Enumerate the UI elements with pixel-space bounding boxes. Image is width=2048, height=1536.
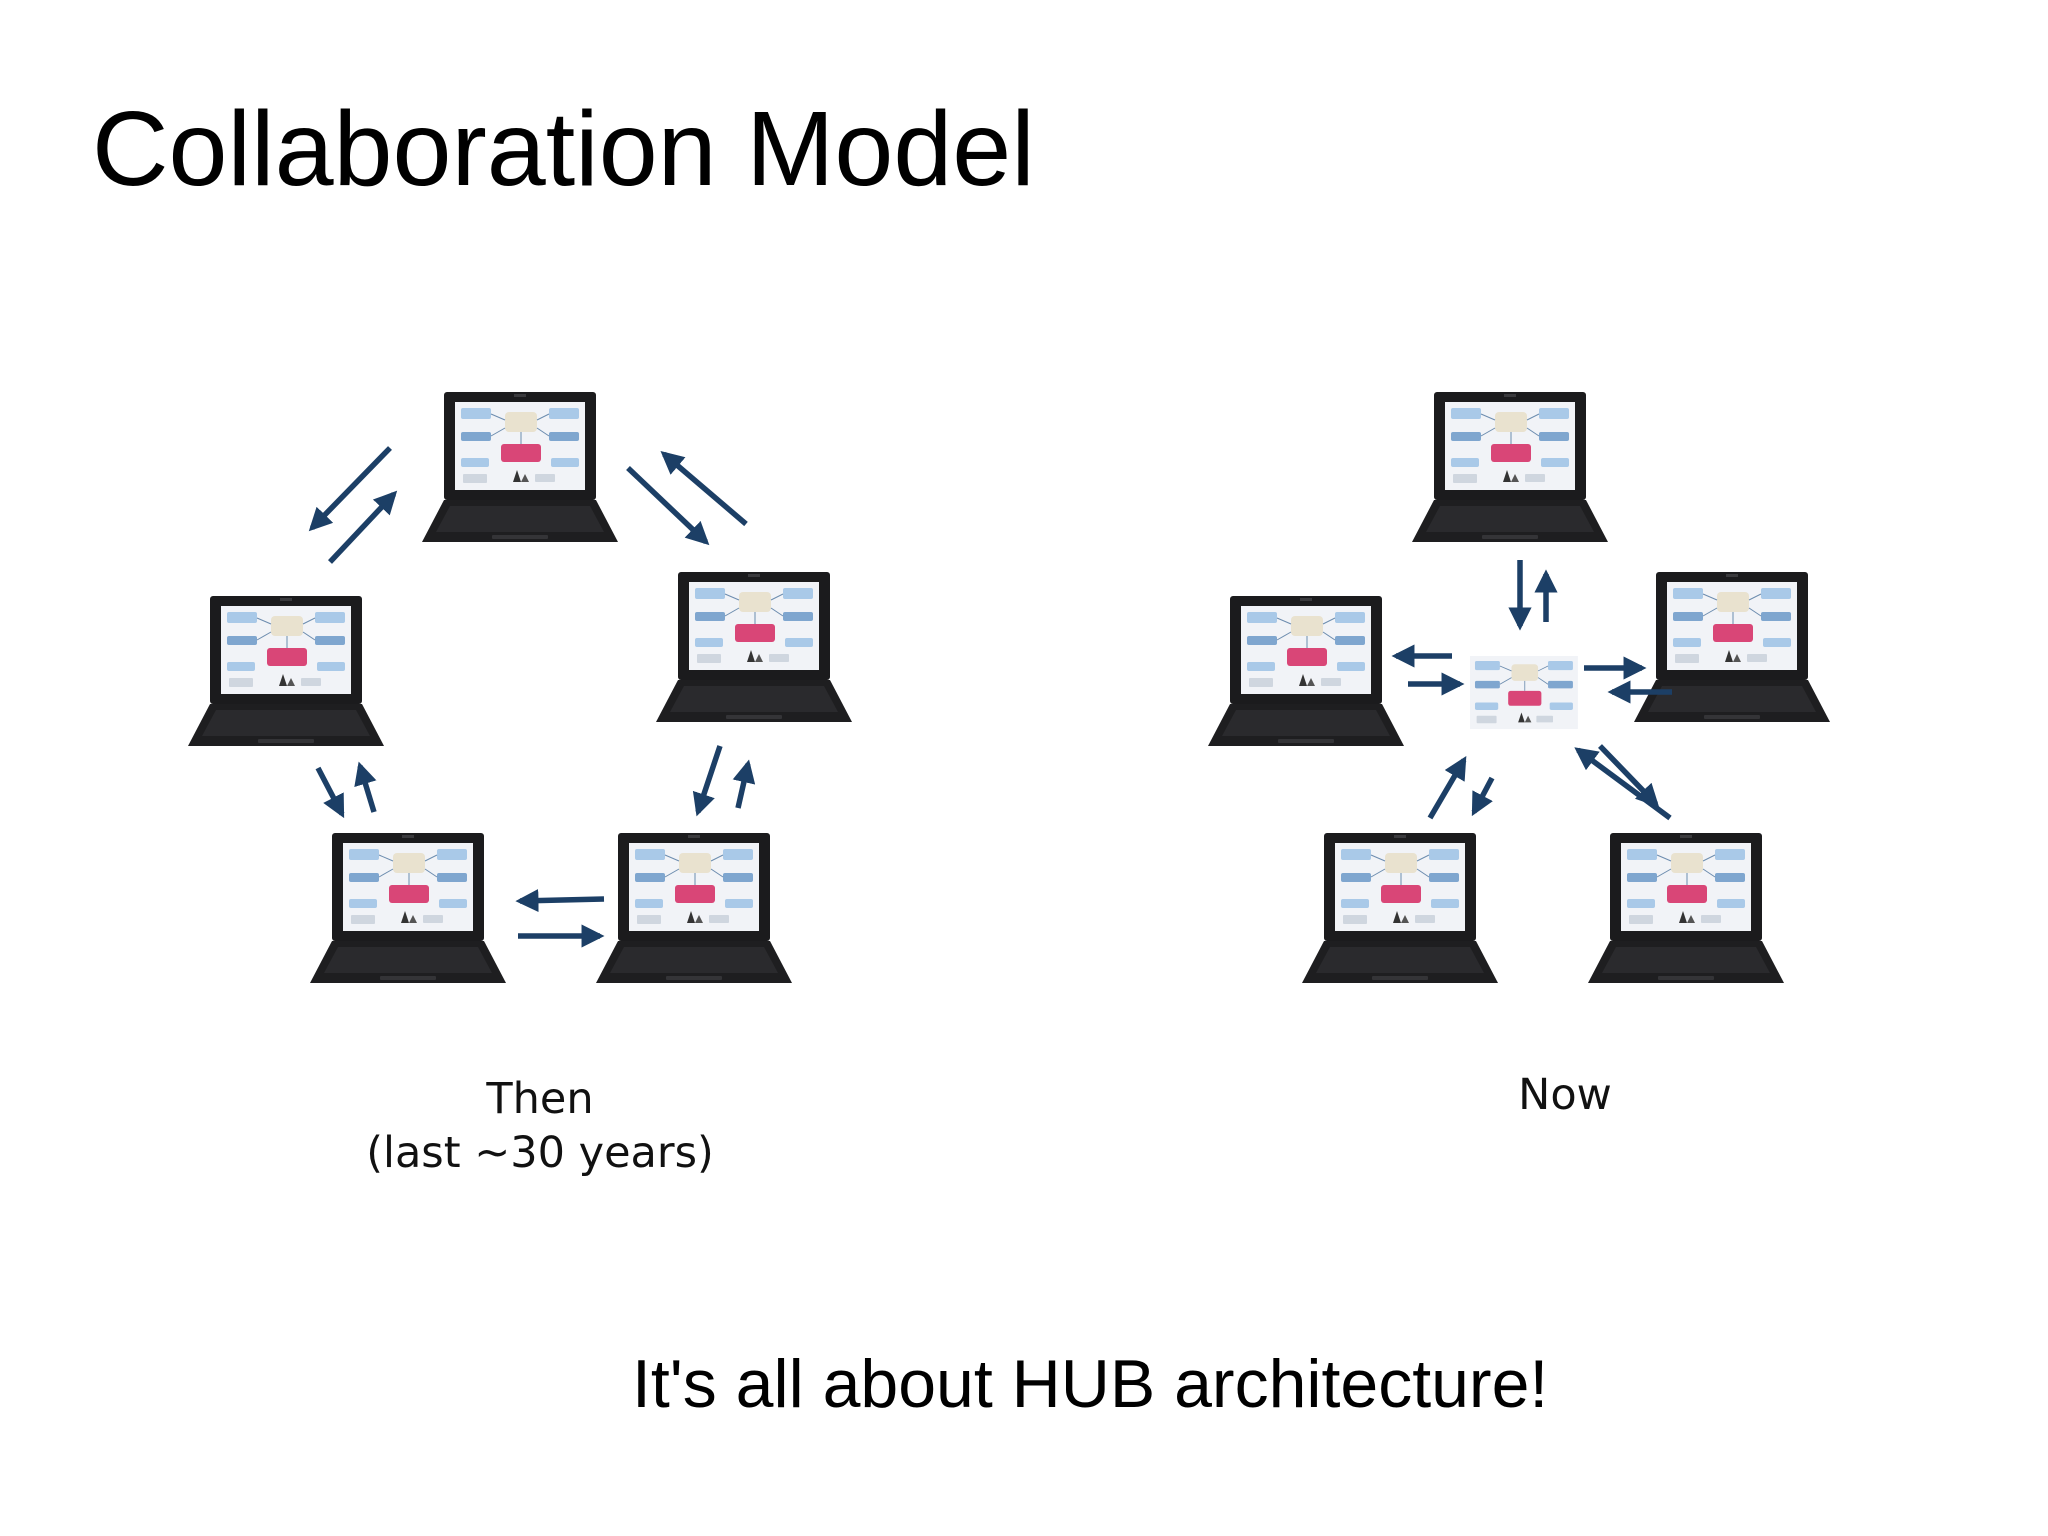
now-caption: Now bbox=[1518, 1070, 1612, 1120]
arrow-icon bbox=[626, 466, 710, 546]
arrow-icon bbox=[354, 761, 377, 813]
laptop-icon bbox=[310, 833, 506, 983]
then-diagram bbox=[188, 392, 852, 983]
hub-screen-icon bbox=[1469, 655, 1579, 730]
now-diagram bbox=[1208, 392, 1830, 983]
laptop-icon bbox=[1634, 572, 1830, 722]
laptop-icon bbox=[1302, 833, 1498, 983]
then-caption: Then (last ~30 years) bbox=[330, 1072, 750, 1180]
arrow-icon bbox=[515, 889, 605, 913]
then-caption-subtitle: (last ~30 years) bbox=[366, 1128, 714, 1178]
slide-tagline: It's all about HUB architecture! bbox=[632, 1346, 1549, 1422]
arrow-icon bbox=[1471, 776, 1495, 817]
laptop-icon bbox=[422, 392, 618, 542]
arrow-icon bbox=[660, 451, 748, 527]
laptop-icon bbox=[656, 572, 852, 722]
arrow-icon bbox=[732, 759, 756, 809]
slide-title: Collaboration Model bbox=[92, 90, 1035, 208]
laptop-icon bbox=[188, 596, 384, 746]
arrow-icon bbox=[1427, 756, 1467, 820]
then-caption-title: Then bbox=[486, 1074, 594, 1124]
laptop-icon bbox=[1588, 833, 1784, 983]
arrow-icon bbox=[315, 766, 345, 819]
arrow-icon bbox=[1598, 744, 1660, 808]
arrow-icon bbox=[308, 446, 392, 532]
laptop-icon bbox=[596, 833, 792, 983]
laptop-icon bbox=[1412, 392, 1608, 542]
arrow-icon bbox=[692, 745, 723, 817]
arrow-icon bbox=[1574, 747, 1672, 821]
arrow-icon bbox=[327, 490, 398, 564]
laptop-icon bbox=[1208, 596, 1404, 746]
